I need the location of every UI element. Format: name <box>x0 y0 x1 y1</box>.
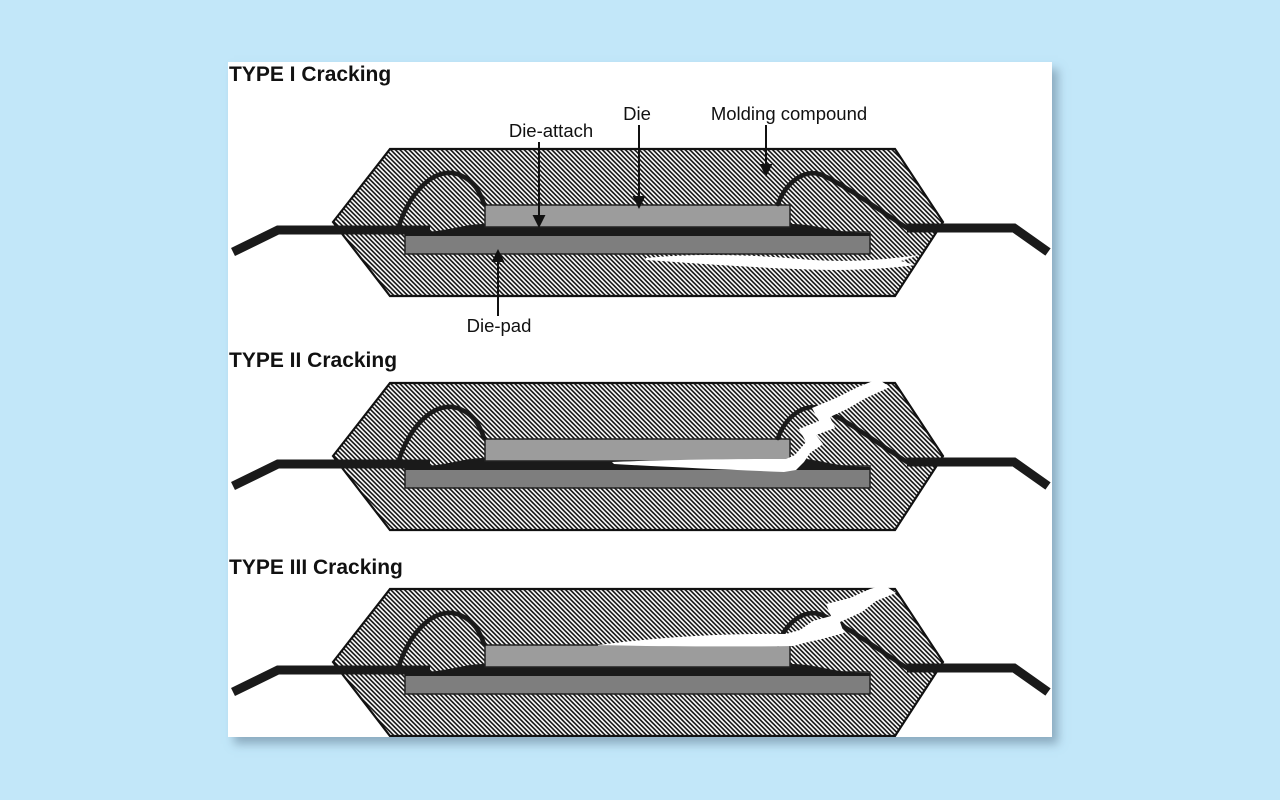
die-attach-label: Die-attach <box>509 120 593 141</box>
figure2-title: TYPE II Cracking <box>229 349 398 372</box>
diagram-panel: TYPE I Cracking TYPE II Cracking TYPE II… <box>228 62 1052 737</box>
package-cracking-diagram: Die-attach Die Molding compound Die-pad <box>228 103 1052 737</box>
package-type3 <box>233 589 1048 736</box>
figure1-callouts: Die-attach Die Molding compound Die-pad <box>467 103 868 336</box>
molding-compound-label: Molding compound <box>711 103 867 124</box>
crack-type3-over-die-to-top <box>598 585 896 647</box>
figure3-title: TYPE III Cracking <box>229 556 403 579</box>
crack-type1-under-die-pad <box>646 255 920 270</box>
die-pad-label: Die-pad <box>467 315 532 336</box>
package-type2 <box>233 383 1048 530</box>
figure1-title: TYPE I Cracking <box>229 63 392 86</box>
package-type1 <box>233 149 1048 296</box>
crack-type2-die-attach-to-top <box>612 379 890 472</box>
die-label: Die <box>623 103 651 124</box>
